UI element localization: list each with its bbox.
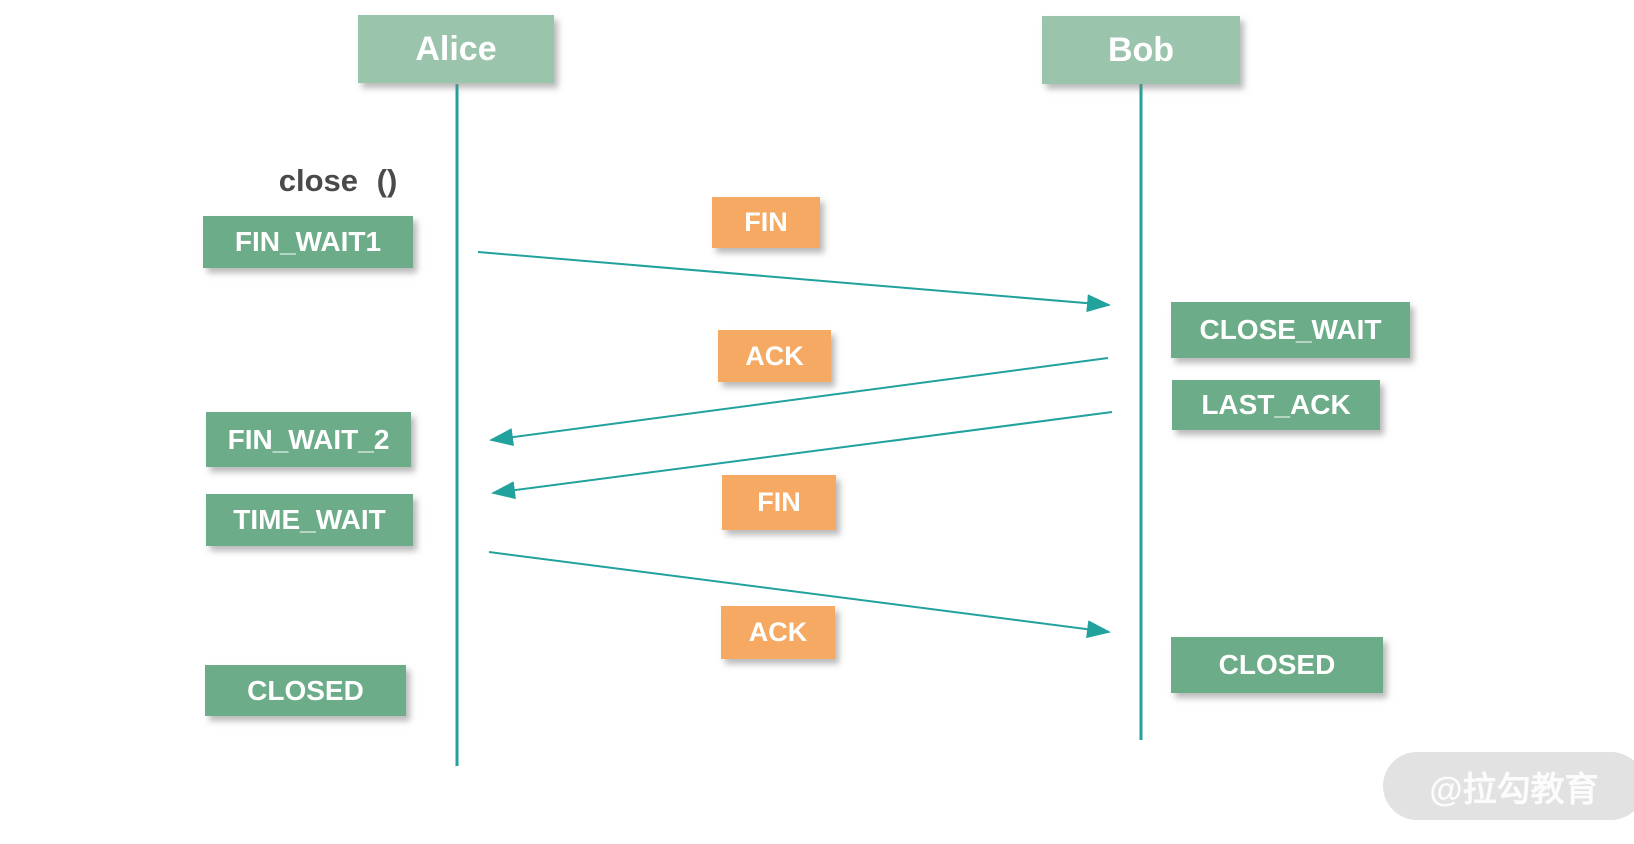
actor-header-alice: Alice [358,15,554,83]
state-closed-alice: CLOSED [205,665,406,716]
close-call-annotation: close () [278,163,398,198]
state-fin-wait1: FIN_WAIT1 [203,216,413,268]
actor-header-bob: Bob [1042,16,1240,84]
arrow-fin-alice-to-bob [477,251,1111,313]
message-label-ack-1: ACK [718,330,831,382]
watermark-badge: @拉勾教育 [1383,752,1634,820]
arrow-fin-bob-to-alice [491,411,1113,500]
message-label-fin-2: FIN [722,475,836,530]
arrow-ack-bob-to-alice [489,357,1109,447]
message-label-fin-1: FIN [712,197,820,248]
state-last-ack: LAST_ACK [1172,380,1380,430]
state-fin-wait-2: FIN_WAIT_2 [206,412,411,467]
arrow-ack-alice-to-bob [488,551,1111,639]
message-label-ack-2: ACK [721,606,835,659]
state-time-wait: TIME_WAIT [206,494,413,546]
state-closed-bob: CLOSED [1171,637,1383,693]
state-close-wait: CLOSE_WAIT [1171,302,1410,358]
